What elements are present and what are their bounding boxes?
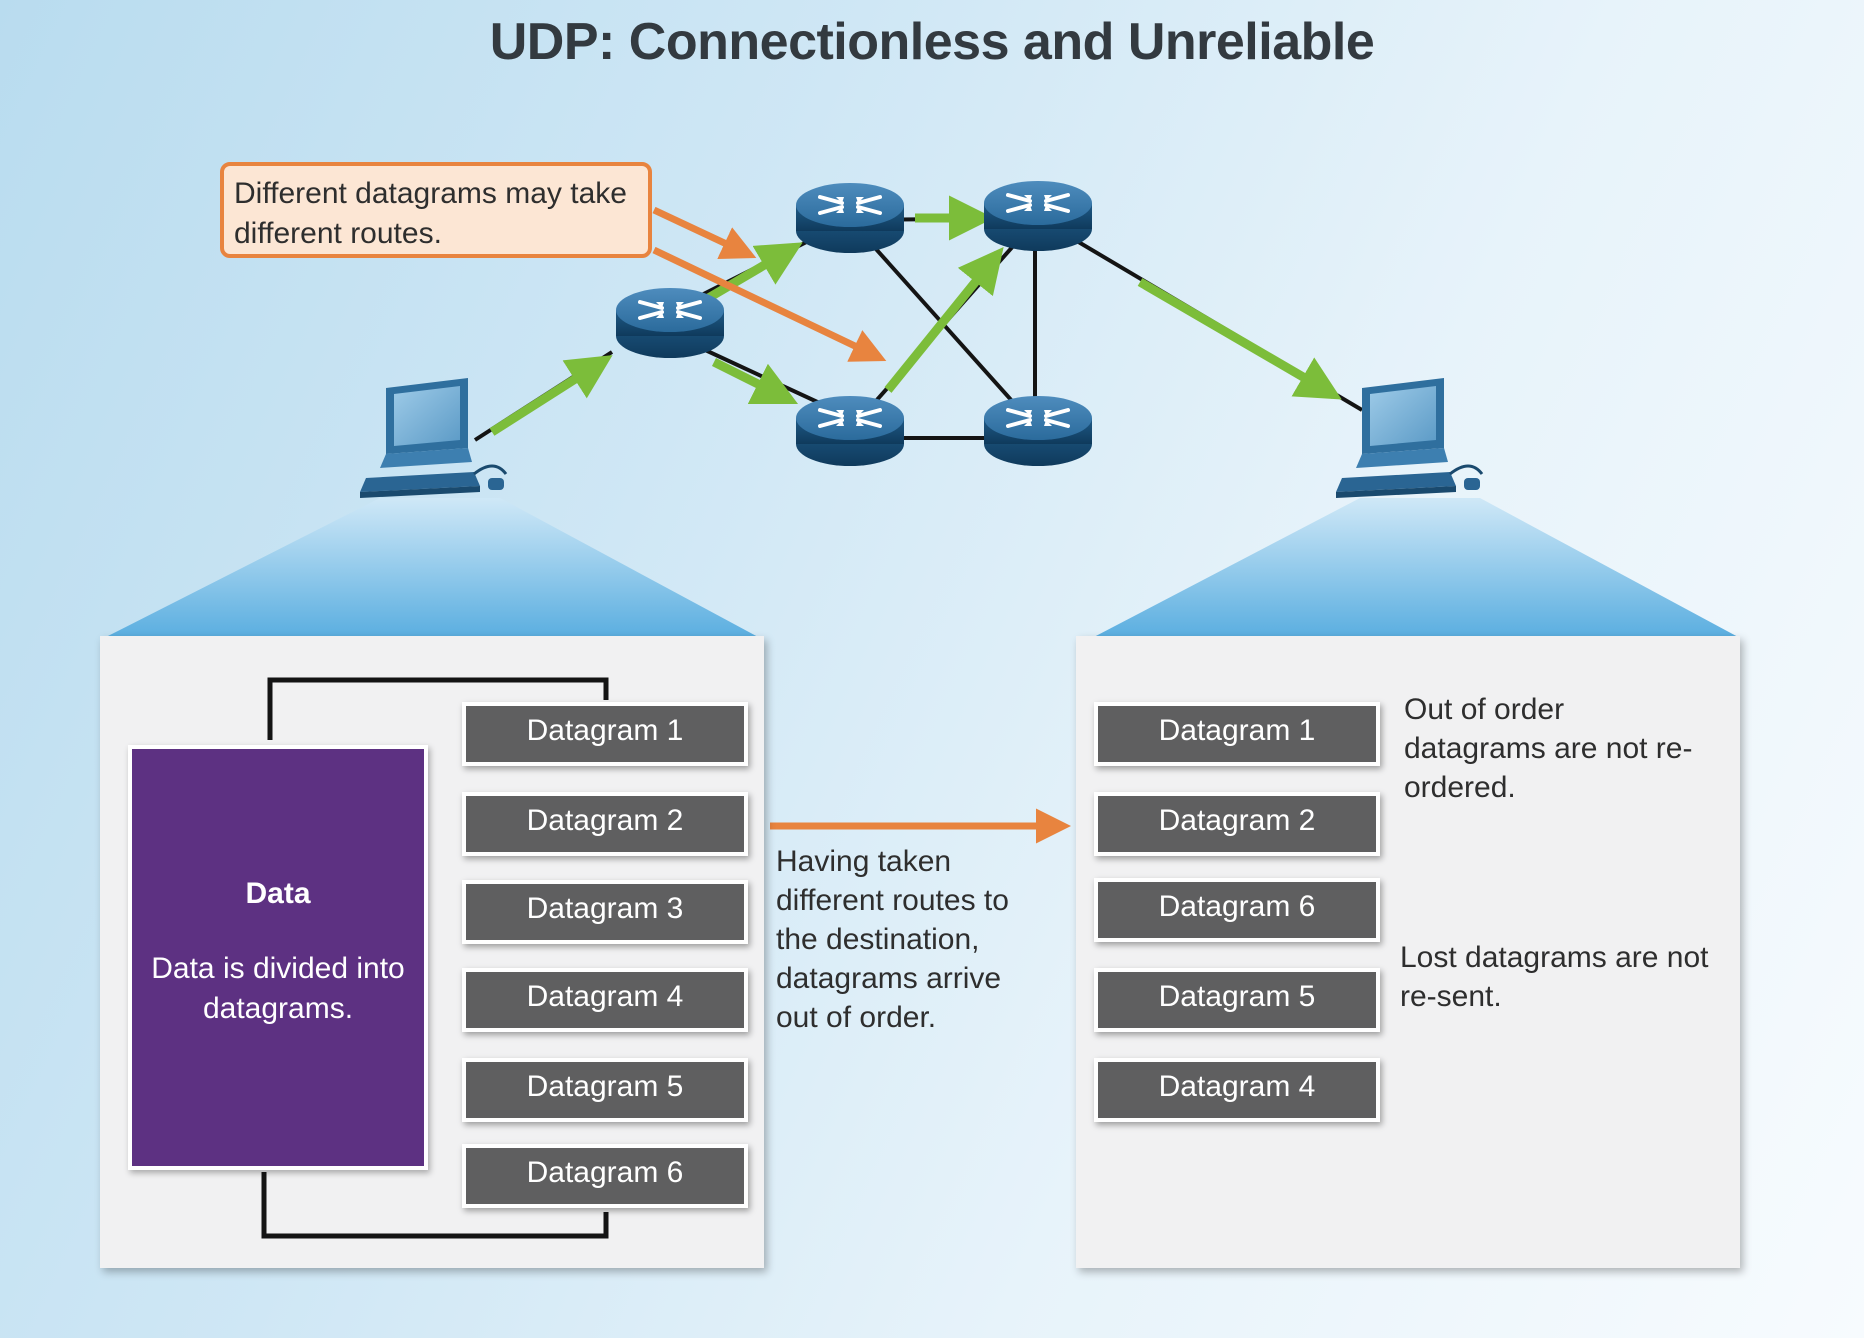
router-icon bbox=[614, 286, 726, 360]
destination-datagram-1: Datagram 1 bbox=[1094, 702, 1380, 766]
destination-beam bbox=[1092, 498, 1740, 638]
source-datagram-4: Datagram 4 bbox=[462, 968, 748, 1032]
source-datagram-2: Datagram 2 bbox=[462, 792, 748, 856]
destination-datagram-6: Datagram 6 bbox=[1094, 878, 1380, 942]
data-description: Data is divided into datagrams. bbox=[151, 952, 405, 1025]
source-datagram-3: Datagram 3 bbox=[462, 880, 748, 944]
order-note: Out of order datagrams are not re-ordere… bbox=[1404, 693, 1693, 804]
callout-arrow bbox=[652, 206, 757, 259]
route-arrow bbox=[884, 247, 1004, 393]
computer-icon bbox=[1334, 376, 1484, 500]
router-icon bbox=[794, 181, 906, 255]
destination-datagram-4: Datagram 4 bbox=[1094, 1058, 1380, 1122]
data-title: Data bbox=[245, 877, 311, 910]
route-arrow bbox=[1137, 278, 1342, 400]
source-datagram-6: Datagram 6 bbox=[462, 1144, 748, 1208]
route-arrow bbox=[489, 355, 613, 436]
source-beam bbox=[104, 498, 760, 638]
source-datagram-5: Datagram 5 bbox=[462, 1058, 748, 1122]
route-arrow bbox=[711, 357, 799, 405]
lost-note: Lost datagrams are not re-sent. bbox=[1400, 941, 1709, 1013]
data-box: Data Data is divided into datagrams. bbox=[128, 745, 428, 1170]
computer-icon bbox=[358, 376, 508, 500]
router-icon bbox=[982, 394, 1094, 468]
source-datagram-1: Datagram 1 bbox=[462, 702, 748, 766]
router-icon bbox=[982, 179, 1094, 253]
callout-arrow bbox=[652, 246, 887, 362]
router-icon bbox=[794, 394, 906, 468]
page-title: UDP: Connectionless and Unreliable bbox=[489, 13, 1375, 71]
destination-datagram-5: Datagram 5 bbox=[1094, 968, 1380, 1032]
transit-note: Having taken different routes to the des… bbox=[776, 845, 1009, 1034]
routes-callout: Different datagrams may take different r… bbox=[220, 162, 652, 258]
route-arrow bbox=[702, 242, 803, 304]
destination-datagram-2: Datagram 2 bbox=[1094, 792, 1380, 856]
